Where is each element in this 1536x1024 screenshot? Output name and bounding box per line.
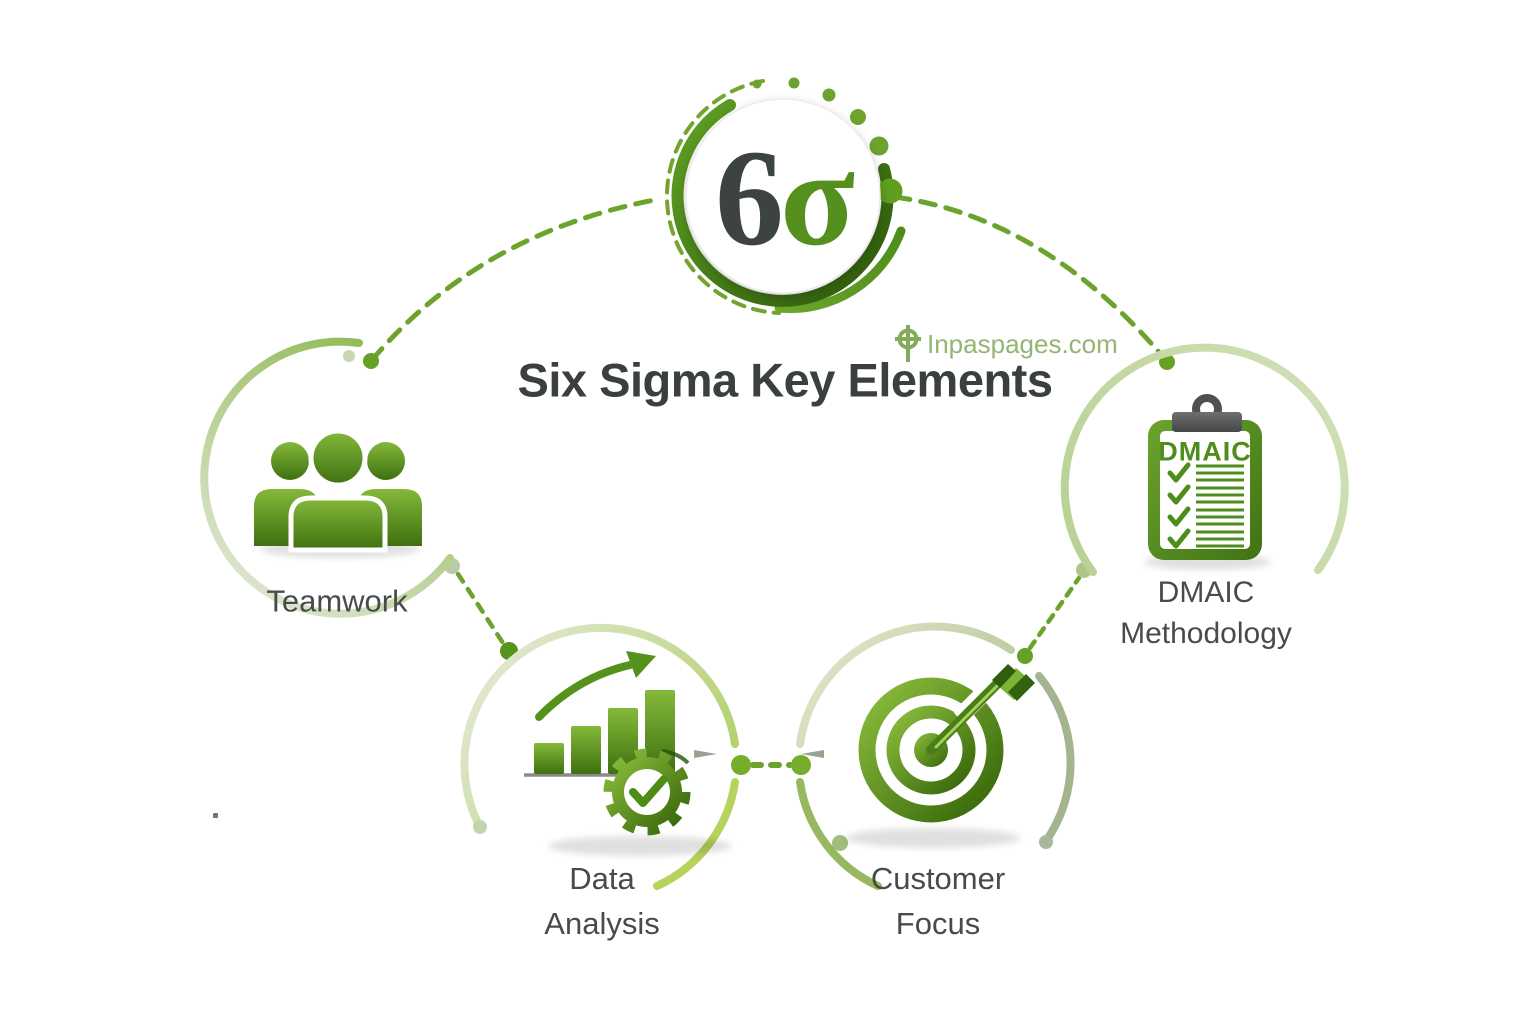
watermark: Inpaspages.com xyxy=(893,325,1118,363)
clipboard-title: DMAIC xyxy=(1158,436,1252,467)
dart-icon xyxy=(926,664,1035,755)
label-data-analysis: Data Analysis xyxy=(544,856,659,946)
label-dmaic-line2: Methodology xyxy=(1120,617,1292,650)
growth-arrow-icon xyxy=(535,651,656,721)
hub-sigma-logo: 6σ xyxy=(715,129,855,267)
label-data-analysis-line1: Data xyxy=(569,861,635,896)
label-customer-focus: Customer Focus xyxy=(871,856,1005,946)
hub-outer-swoosh xyxy=(774,226,906,314)
clipboard-checklist-icon xyxy=(1143,394,1271,570)
chart-bars xyxy=(534,690,675,774)
label-data-analysis-line2: Analysis xyxy=(544,906,660,941)
label-dmaic-line1: DMAIC xyxy=(1157,576,1255,609)
label-teamwork: Teamwork xyxy=(266,583,408,619)
bar-chart-gear-check-icon xyxy=(524,651,732,856)
hub-dotted-arc xyxy=(752,77,903,204)
label-dmaic: DMAIC Methodology xyxy=(1120,572,1292,654)
clipboard-clip-bar xyxy=(1172,412,1242,432)
label-customer-focus-line2: Focus xyxy=(895,906,981,941)
hub-six-text: 6 xyxy=(714,121,784,274)
team-people-icon xyxy=(254,428,422,558)
ring-tick-icon xyxy=(801,750,824,758)
hub-circle xyxy=(685,98,881,294)
artifact-speck xyxy=(213,813,218,818)
dmaic-ring xyxy=(1060,343,1349,576)
hub-sigma-text: σ xyxy=(779,121,855,274)
hub-dashed-arc xyxy=(664,79,781,315)
clipboard-checklist-rows xyxy=(1167,462,1244,549)
teamwork-ring xyxy=(200,337,454,618)
gear-check-icon xyxy=(603,748,691,836)
connector-teamwork-hub xyxy=(343,196,663,369)
label-customer-focus-line1: Customer xyxy=(870,861,1006,896)
target-dart-icon xyxy=(845,664,1035,848)
circle-cross-logo-icon xyxy=(895,325,921,362)
hub-decoration xyxy=(664,77,906,315)
connector-data-customer xyxy=(731,755,811,775)
connector-customer-dmaic xyxy=(1017,562,1092,664)
hub-inner-swoosh xyxy=(671,99,894,307)
watermark-text: Inpaspages.com xyxy=(927,328,1118,359)
connector-teamwork-data xyxy=(444,558,518,660)
page-title: Six Sigma Key Elements xyxy=(517,353,1053,407)
ring-tick-icon xyxy=(694,750,717,758)
customer-focus-ring xyxy=(796,622,1075,890)
